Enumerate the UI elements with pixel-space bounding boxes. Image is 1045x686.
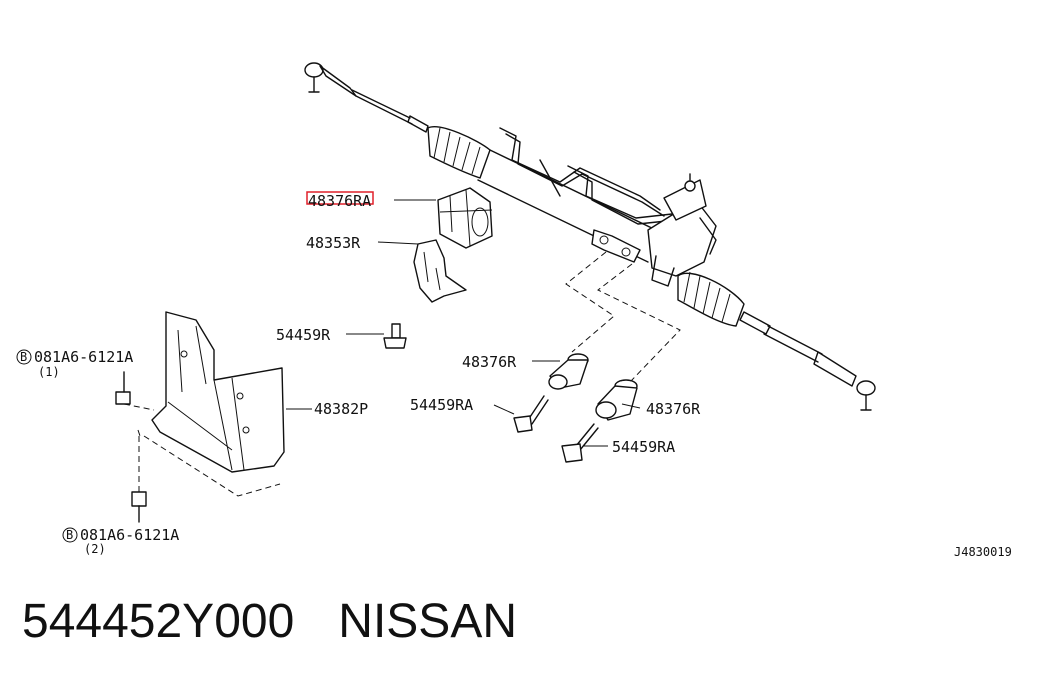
callout-label: 081A6-6121A	[80, 526, 179, 544]
clamp-bracket-48353r	[413, 239, 467, 303]
steering-gear-assembly	[304, 62, 876, 411]
shield-bolt-upper	[115, 371, 155, 411]
brand-name: NISSAN	[338, 595, 517, 648]
highlight-box	[306, 191, 374, 205]
callout-54459ra-left[interactable]: 54459RA	[410, 396, 473, 414]
right-boot	[677, 271, 745, 327]
hydraulic-line-upper	[499, 127, 661, 211]
part-footer: 544452Y000 NISSAN	[22, 598, 517, 646]
callout-48376ra[interactable]: 48376RA	[308, 192, 371, 210]
callout-48353r[interactable]: 48353R	[306, 234, 361, 252]
left-tie-rod-end	[304, 62, 357, 97]
callout-54459r[interactable]: 54459R	[276, 326, 331, 344]
heat-insulator-48382p	[137, 311, 285, 497]
callout-quantity: (2)	[84, 542, 106, 556]
leader-lines	[286, 199, 641, 447]
callout-54459ra-right[interactable]: 54459RA	[612, 438, 675, 456]
guide-line-right	[597, 263, 681, 383]
left-tie-rod	[351, 89, 413, 125]
right-tie-rod	[763, 325, 823, 363]
callout-48376r-right[interactable]: 48376R	[646, 400, 701, 418]
upper-bushing-48376ra	[437, 187, 493, 249]
circled-b-badge	[16, 349, 32, 365]
right-tie-rod-end	[813, 351, 876, 411]
part-number: 544452Y000	[22, 595, 295, 648]
pinion-valve-housing	[647, 173, 717, 287]
bolt-54459ra-left	[513, 395, 549, 433]
guide-line-left	[565, 251, 615, 353]
callout-label: 081A6-6121A	[34, 348, 133, 366]
callout-48382p[interactable]: 48382P	[314, 400, 368, 418]
callout-prefix: B	[66, 528, 73, 542]
housing-mount-block	[591, 229, 641, 263]
diagram-reference-code: J4830019	[954, 545, 1012, 559]
callout-bolt-1[interactable]: B 081A6-6121A (1)	[16, 348, 133, 379]
callout-prefix: B	[20, 350, 27, 364]
callout-bolt-2[interactable]: B 081A6-6121A (2)	[62, 526, 179, 556]
circled-b-badge	[62, 527, 78, 543]
bolt-54459r	[383, 323, 407, 349]
callout-quantity: (1)	[38, 365, 60, 379]
shield-bolt-lower	[131, 436, 147, 523]
lower-bushing-48376r-right	[595, 379, 638, 421]
lower-bushing-48376r-left	[548, 353, 589, 390]
callout-48376r-left[interactable]: 48376R	[462, 353, 517, 371]
left-boot	[427, 126, 491, 179]
bolt-54459ra-right	[561, 423, 599, 463]
